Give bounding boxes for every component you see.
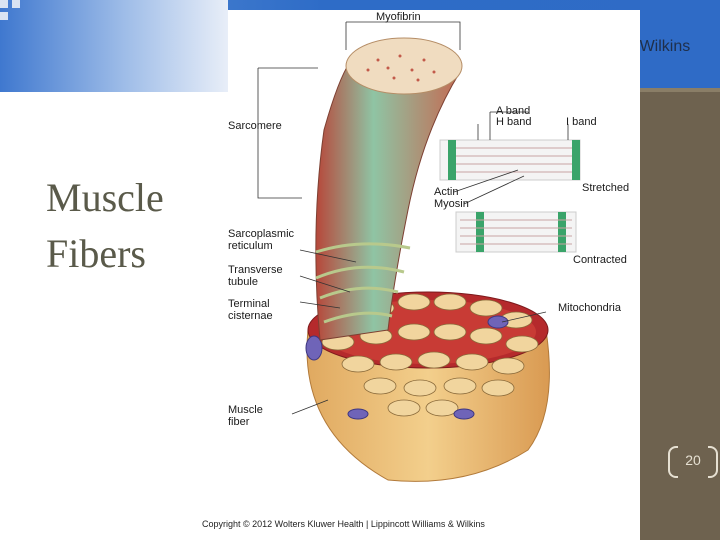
decor-square bbox=[0, 12, 8, 20]
leader-lines bbox=[257, 21, 569, 415]
myofibril-top bbox=[345, 37, 463, 95]
contracted-band-diagram bbox=[455, 211, 577, 253]
sarcoplasmic-reticulum-rings bbox=[315, 242, 411, 324]
label-transverse: Transverse bbox=[228, 264, 283, 276]
label-tubule: tubule bbox=[228, 276, 258, 288]
right-bar-accent bbox=[640, 88, 720, 94]
decor-square bbox=[12, 0, 20, 8]
label-sarcoplasmic: Sarcoplasmic bbox=[228, 228, 295, 240]
right-side-bar bbox=[640, 92, 720, 540]
label-reticulum: reticulum bbox=[228, 240, 273, 252]
label-muscle: Muscle bbox=[228, 404, 263, 416]
muscle-fiber-figure: Myofibrin Sarcomere A band H band I band… bbox=[228, 10, 640, 488]
label-actin: Actin bbox=[434, 186, 459, 198]
copyright-notice: Copyright © 2012 Wolters Kluwer Health |… bbox=[202, 519, 485, 529]
label-fiber: fiber bbox=[228, 416, 250, 428]
decor-square bbox=[0, 0, 8, 8]
label-a-band: A band bbox=[496, 105, 531, 117]
label-mitochondria: Mitochondria bbox=[558, 302, 621, 314]
page-number-bracket-right bbox=[708, 446, 718, 478]
label-terminal: Terminal bbox=[228, 298, 270, 310]
page-number-bracket-left bbox=[668, 446, 678, 478]
stretched-band-diagram bbox=[439, 139, 581, 181]
label-h-band: H band bbox=[496, 116, 532, 128]
label-cisternae: cisternae bbox=[228, 310, 273, 322]
label-myofibrin: Myofibrin bbox=[376, 11, 421, 23]
page-number: 20 bbox=[685, 452, 701, 468]
header-gradient bbox=[0, 0, 228, 92]
label-i-band: I band bbox=[566, 116, 597, 128]
slide-title: Muscle Fibers bbox=[46, 170, 216, 282]
label-myosin: Myosin bbox=[434, 198, 469, 210]
figure-illustration bbox=[257, 21, 581, 482]
label-contracted: Contracted bbox=[573, 254, 627, 266]
title-line-1: Muscle bbox=[46, 175, 164, 220]
mitochondria-shapes bbox=[305, 315, 509, 420]
label-sarcomere: Sarcomere bbox=[228, 120, 282, 132]
title-line-2: Fibers bbox=[46, 231, 146, 276]
label-stretched: Stretched bbox=[582, 182, 630, 194]
